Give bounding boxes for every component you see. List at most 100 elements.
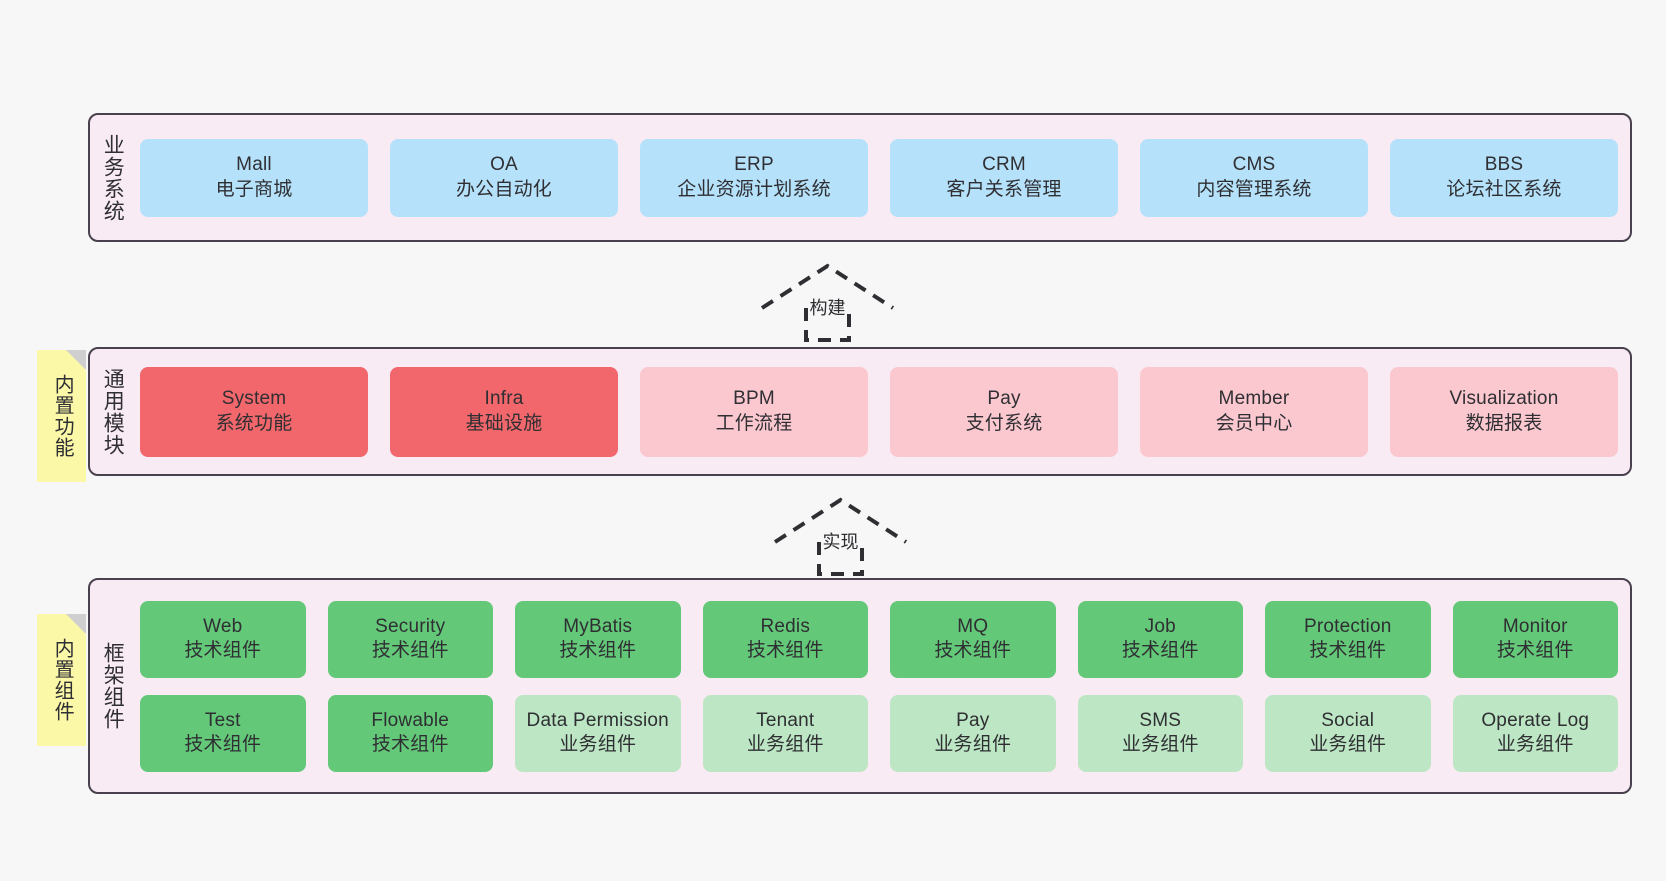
card-pay-component[interactable]: Pay 业务组件 [890, 694, 1056, 772]
card-cms-title: CMS [1232, 154, 1276, 176]
card-security[interactable]: Security 技术组件 [327, 600, 493, 678]
card-bbs[interactable]: BBS 论坛社区系统 [1390, 138, 1618, 217]
card-flowable-subtitle: 技术组件 [371, 734, 449, 755]
card-bbs-subtitle: 论坛社区系统 [1446, 178, 1562, 200]
framework-business-row: Test 技术组件 Flowable 技术组件 Data Permission … [140, 694, 1618, 772]
card-pay-component-title: Pay [956, 709, 990, 731]
card-sms-subtitle: 业务组件 [1121, 734, 1199, 755]
card-pay-module-subtitle: 支付系统 [965, 412, 1043, 434]
card-cms-subtitle: 内容管理系统 [1196, 178, 1312, 200]
card-monitor[interactable]: Monitor 技术组件 [1452, 600, 1618, 678]
card-sms-title: SMS [1139, 709, 1182, 731]
card-member-subtitle: 会员中心 [1215, 412, 1293, 434]
card-monitor-title: Monitor [1502, 615, 1568, 637]
card-tenant-subtitle: 业务组件 [746, 734, 824, 755]
card-erp[interactable]: ERP 企业资源计划系统 [640, 138, 868, 217]
card-job-title: Job [1144, 615, 1176, 637]
card-bpm-title: BPM [733, 388, 775, 410]
card-test[interactable]: Test 技术组件 [140, 694, 306, 772]
card-web-subtitle: 技术组件 [184, 640, 262, 661]
card-protection-title: Protection [1303, 615, 1392, 637]
card-mall-subtitle: 电子商城 [215, 178, 293, 200]
card-oa-subtitle: 办公自动化 [455, 178, 552, 200]
connector-implement-arrow [773, 497, 908, 576]
card-mall-title: Mall [236, 154, 272, 176]
card-oa-title: OA [490, 154, 518, 176]
card-mall[interactable]: Mall 电子商城 [140, 138, 368, 217]
card-visualization[interactable]: Visualization 数据报表 [1390, 366, 1618, 457]
card-job[interactable]: Job 技术组件 [1077, 600, 1243, 678]
sticky-note-builtin-component[interactable]: 内置组件 [37, 614, 86, 746]
layer-common-module[interactable]: 通用模块 System 系统功能 Infra 基础设施 BPM 工作流程 Pay… [88, 347, 1632, 476]
card-visualization-title: Visualization [1449, 388, 1559, 410]
framework-tech-row: Web 技术组件 Security 技术组件 MyBatis 技术组件 Redi… [140, 600, 1618, 678]
card-cms[interactable]: CMS 内容管理系统 [1140, 138, 1368, 217]
card-crm-title: CRM [982, 154, 1026, 176]
card-flowable[interactable]: Flowable 技术组件 [327, 694, 493, 772]
card-member-title: Member [1218, 388, 1290, 410]
card-protection-subtitle: 技术组件 [1309, 640, 1387, 661]
card-data-permission-subtitle: 业务组件 [559, 734, 637, 755]
card-sms[interactable]: SMS 业务组件 [1077, 694, 1243, 772]
layer-framework-component-title: 框架组件 [101, 642, 125, 730]
card-protection[interactable]: Protection 技术组件 [1265, 600, 1431, 678]
layer-framework-component-body: Web 技术组件 Security 技术组件 MyBatis 技术组件 Redi… [134, 580, 1630, 792]
card-monitor-subtitle: 技术组件 [1496, 640, 1574, 661]
card-system[interactable]: System 系统功能 [140, 366, 368, 457]
card-web-title: Web [203, 615, 243, 637]
card-bpm-subtitle: 工作流程 [715, 412, 793, 434]
card-operate-log-title: Operate Log [1481, 709, 1590, 731]
sticky-note-builtin-function-label: 内置功能 [51, 374, 74, 458]
connector-build-label: 构建 [809, 298, 846, 318]
card-erp-subtitle: 企业资源计划系统 [677, 178, 831, 200]
card-mq[interactable]: MQ 技术组件 [890, 600, 1056, 678]
card-member[interactable]: Member 会员中心 [1140, 366, 1368, 457]
card-social[interactable]: Social 业务组件 [1265, 694, 1431, 772]
card-infra[interactable]: Infra 基础设施 [390, 366, 618, 457]
card-test-subtitle: 技术组件 [184, 734, 262, 755]
module-card-row: System 系统功能 Infra 基础设施 BPM 工作流程 Pay 支付系统… [140, 366, 1618, 457]
card-web[interactable]: Web 技术组件 [140, 600, 306, 678]
card-crm-subtitle: 客户关系管理 [946, 178, 1062, 200]
layer-common-module-body: System 系统功能 Infra 基础设施 BPM 工作流程 Pay 支付系统… [134, 349, 1630, 474]
card-pay-module[interactable]: Pay 支付系统 [890, 366, 1118, 457]
card-bpm[interactable]: BPM 工作流程 [640, 366, 868, 457]
card-mybatis[interactable]: MyBatis 技术组件 [515, 600, 681, 678]
card-visualization-subtitle: 数据报表 [1465, 412, 1543, 434]
card-social-subtitle: 业务组件 [1309, 734, 1387, 755]
card-data-permission-title: Data Permission [526, 709, 669, 731]
card-mq-subtitle: 技术组件 [934, 640, 1012, 661]
layer-business-system[interactable]: 业务系统 Mall 电子商城 OA 办公自动化 ERP 企业资源计划系统 CRM… [88, 113, 1632, 242]
layer-business-system-body: Mall 电子商城 OA 办公自动化 ERP 企业资源计划系统 CRM 客户关系… [134, 115, 1630, 240]
business-card-row: Mall 电子商城 OA 办公自动化 ERP 企业资源计划系统 CRM 客户关系… [140, 138, 1618, 217]
card-mybatis-subtitle: 技术组件 [559, 640, 637, 661]
card-data-permission[interactable]: Data Permission 业务组件 [515, 694, 681, 772]
sticky-note-builtin-component-label: 内置组件 [51, 638, 74, 722]
card-operate-log[interactable]: Operate Log 业务组件 [1452, 694, 1618, 772]
card-redis-subtitle: 技术组件 [746, 640, 824, 661]
sticky-fold-icon [66, 350, 86, 370]
card-pay-module-title: Pay [987, 388, 1021, 410]
card-security-title: Security [375, 615, 446, 637]
layer-business-system-title: 业务系统 [101, 133, 125, 222]
card-redis[interactable]: Redis 技术组件 [702, 600, 868, 678]
card-operate-log-subtitle: 业务组件 [1496, 734, 1574, 755]
card-tenant[interactable]: Tenant 业务组件 [702, 694, 868, 772]
card-crm[interactable]: CRM 客户关系管理 [890, 138, 1118, 217]
card-flowable-title: Flowable [371, 709, 450, 731]
connector-build-arrow [760, 263, 895, 342]
card-system-title: System [221, 388, 287, 410]
sticky-fold-icon [66, 614, 86, 634]
card-bbs-title: BBS [1484, 154, 1524, 176]
card-redis-title: Redis [760, 615, 811, 637]
layer-framework-component[interactable]: 框架组件 Web 技术组件 Security 技术组件 MyBatis 技术组件… [88, 578, 1632, 794]
card-tenant-title: Tenant [756, 709, 815, 731]
layer-common-module-title: 通用模块 [101, 367, 125, 456]
card-oa[interactable]: OA 办公自动化 [390, 138, 618, 217]
connector-build: 构建 [760, 262, 895, 342]
sticky-note-builtin-function[interactable]: 内置功能 [37, 350, 86, 482]
card-security-subtitle: 技术组件 [371, 640, 449, 661]
connector-implement-label: 实现 [822, 532, 859, 552]
card-mq-title: MQ [957, 615, 989, 637]
